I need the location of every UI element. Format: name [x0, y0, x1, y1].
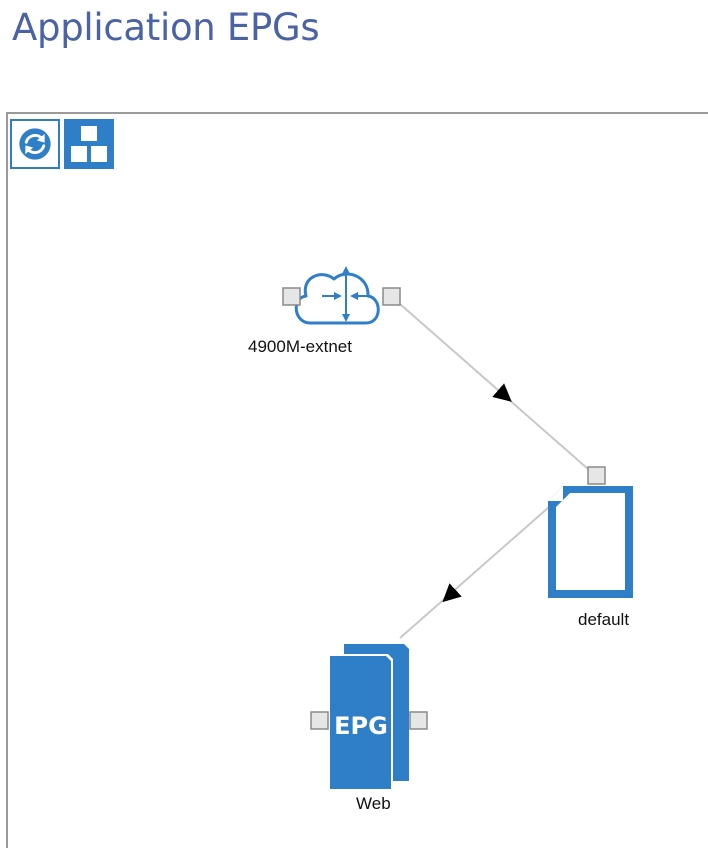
contract-node[interactable] — [548, 466, 633, 598]
layout-button[interactable] — [64, 119, 114, 169]
contract-document-icon — [548, 486, 633, 598]
epg-stack-icon: EPG — [328, 644, 409, 791]
refresh-button[interactable] — [10, 119, 60, 169]
epg-label: Web — [356, 794, 391, 813]
epg-port-right[interactable] — [409, 711, 428, 730]
l3out-port-left[interactable] — [282, 287, 301, 306]
topology-canvas[interactable] — [6, 112, 708, 848]
l3out-label: 4900M-extnet — [248, 337, 352, 356]
epg-port-left[interactable] — [310, 711, 329, 730]
contract-port-top[interactable] — [587, 466, 606, 485]
router-cloud-icon — [294, 266, 380, 325]
hierarchy-layout-icon — [71, 126, 107, 162]
l3out-node[interactable] — [282, 266, 401, 325]
refresh-icon — [19, 128, 51, 160]
link-extnet-to-default[interactable] — [391, 296, 597, 477]
link-default-to-web[interactable] — [399, 492, 566, 639]
contract-label: default — [578, 610, 630, 629]
epg-node[interactable]: EPG — [310, 644, 428, 791]
page-title: Application EPGs — [12, 6, 320, 49]
epg-badge: EPG — [334, 712, 388, 740]
l3out-port-right[interactable] — [382, 287, 401, 306]
